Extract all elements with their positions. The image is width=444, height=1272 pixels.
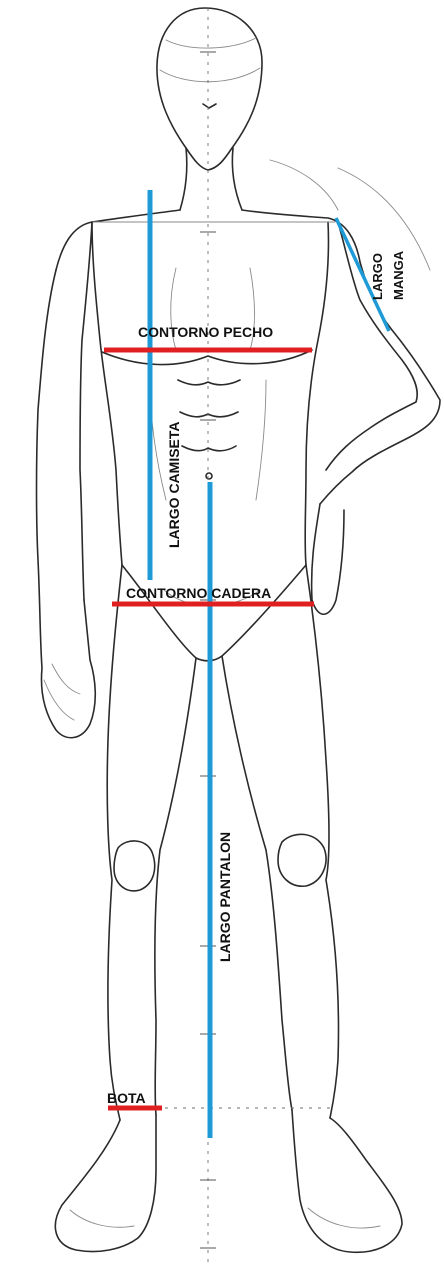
largo-pantalon-label: LARGO PANTALON xyxy=(217,832,233,962)
largo-camiseta-label: LARGO CAMISETA xyxy=(166,421,182,548)
left-foot xyxy=(291,1109,403,1254)
contorno-cadera-label: CONTORNO CADERA xyxy=(126,585,271,601)
body-sketch xyxy=(35,7,441,1254)
contorno-pecho-label: CONTORNO PECHO xyxy=(138,324,273,340)
largo-manga-line xyxy=(334,217,391,332)
neck xyxy=(179,147,188,211)
right-knee xyxy=(113,840,156,892)
bota-label: BOTA xyxy=(107,1090,146,1106)
measurement-lines xyxy=(104,190,391,1138)
right-arm xyxy=(35,269,97,739)
left-knee xyxy=(277,833,327,887)
head-outline xyxy=(156,7,263,171)
legs-outline xyxy=(106,564,123,1121)
right-foot xyxy=(54,1114,157,1253)
torso-outline xyxy=(55,209,181,271)
largo-manga-label-1: LARGO xyxy=(370,253,385,300)
measurement-labels: CONTORNO PECHO CONTORNO CADERA LARGO CAM… xyxy=(107,250,406,1106)
largo-manga-label-2: MANGA xyxy=(391,250,406,300)
